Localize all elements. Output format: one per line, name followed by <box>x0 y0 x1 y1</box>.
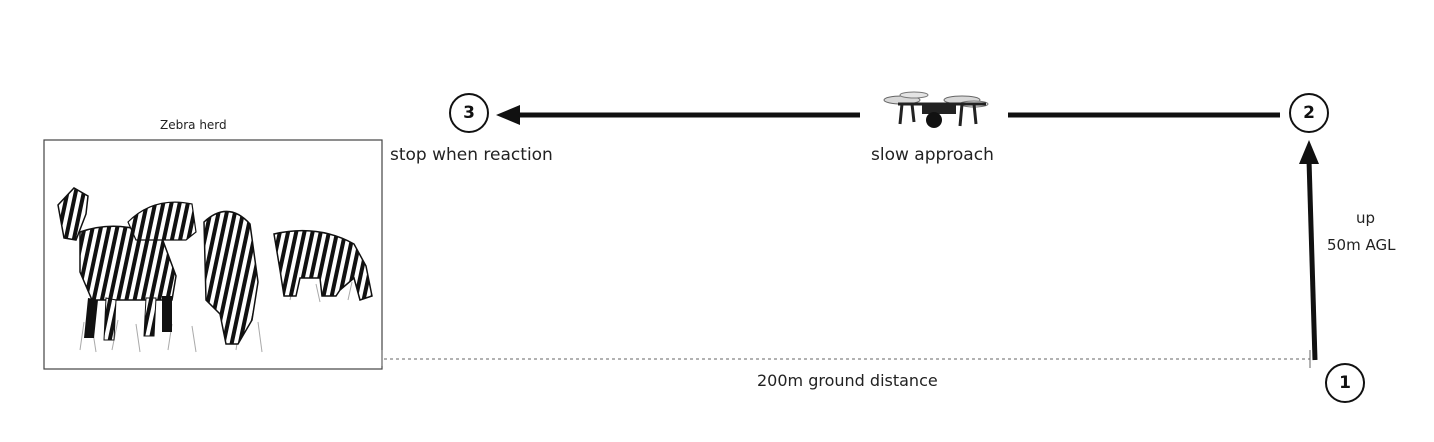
step-3-circle <box>449 93 489 133</box>
ascent-arrow-head <box>1299 140 1319 164</box>
zebra-standing <box>57 187 177 341</box>
step-2-circle <box>1289 93 1329 133</box>
step-3-number: 3 <box>463 103 475 123</box>
zebra-grazing-right <box>273 229 373 301</box>
zebra-grazing-center <box>203 210 259 345</box>
step-1-circle <box>1325 363 1365 403</box>
approach-arrow-head <box>496 105 520 125</box>
ascent-up-label: up <box>1356 209 1376 227</box>
stop-when-reaction-label: stop when reaction <box>390 145 553 165</box>
ascent-altitude-label: 50m AGL <box>1327 236 1396 254</box>
zebra-herd-title: Zebra herd <box>160 118 227 132</box>
step-2-number: 2 <box>1303 103 1315 123</box>
ascent-arrow-shaft <box>1306 159 1318 361</box>
quadcopter-drone-icon <box>883 91 989 128</box>
ground-distance-label: 200m ground distance <box>757 371 938 390</box>
slow-approach-label: slow approach <box>871 145 994 165</box>
step-1-number: 1 <box>1339 373 1351 393</box>
zebra-herd-image <box>57 187 373 353</box>
zebra-background <box>127 201 197 241</box>
